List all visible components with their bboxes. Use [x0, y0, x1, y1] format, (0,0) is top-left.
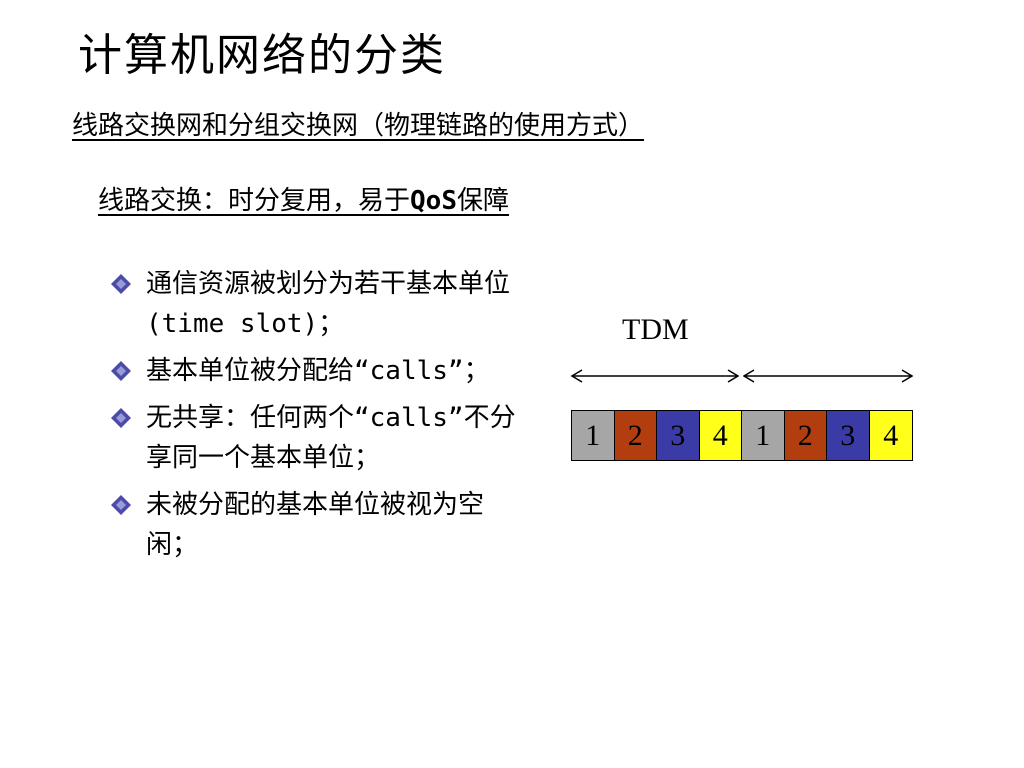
- section-heading: 线路交换：时分复用，易于QoS保障: [98, 183, 509, 219]
- list-item: 未被分配的基本单位被视为空闲；: [108, 485, 528, 565]
- bullet-text: 无共享：任何两个“calls”不分享同一个基本单位；: [146, 403, 516, 473]
- list-item: 通信资源被划分为若干基本单位(time slot)；: [108, 264, 528, 344]
- bullet-text: 通信资源被划分为若干基本单位(time slot)；: [146, 269, 511, 339]
- time-slot: 1: [742, 411, 785, 460]
- time-slot: 4: [869, 411, 912, 460]
- frame-arrow-1-right-head: [727, 369, 740, 383]
- diamond-bullet-icon: [111, 361, 131, 381]
- time-slot: 4: [699, 411, 742, 460]
- tdm-label: TDM: [622, 313, 689, 346]
- time-slot: 1: [572, 411, 615, 460]
- frame-arrow-1-left-head: [570, 369, 583, 383]
- frame-arrow-2-left-head: [742, 369, 755, 383]
- bullet-text: 基本单位被分配给“calls”；: [146, 356, 490, 386]
- diamond-bullet-icon: [111, 495, 131, 515]
- diamond-bullet-icon: [111, 274, 131, 294]
- time-slot: 2: [784, 411, 827, 460]
- slide-subtitle: 线路交换网和分组交换网（物理链路的使用方式）: [72, 111, 645, 141]
- section-heading-suffix: 保障: [456, 186, 509, 216]
- time-slot: 2: [614, 411, 657, 460]
- tdm-slot-row: 1 2 3 4 1 2 3 4: [571, 410, 913, 461]
- bullet-list: 通信资源被划分为若干基本单位(time slot)； 基本单位被分配给“call…: [108, 264, 528, 572]
- time-slot: 3: [827, 411, 870, 460]
- slide-title: 计算机网络的分类: [78, 30, 446, 81]
- diamond-bullet-icon: [111, 408, 131, 428]
- section-heading-prefix: 线路交换：时分复用，易于: [98, 186, 411, 216]
- section-heading-qos: QoS: [410, 186, 457, 216]
- list-item: 无共享：任何两个“calls”不分享同一个基本单位；: [108, 398, 528, 478]
- frame-arrow-2-right-head: [901, 369, 914, 383]
- bullet-text: 未被分配的基本单位被视为空闲；: [146, 490, 485, 560]
- list-item: 基本单位被分配给“calls”；: [108, 351, 528, 391]
- frame-span-arrows: [570, 369, 914, 383]
- time-slot: 3: [657, 411, 700, 460]
